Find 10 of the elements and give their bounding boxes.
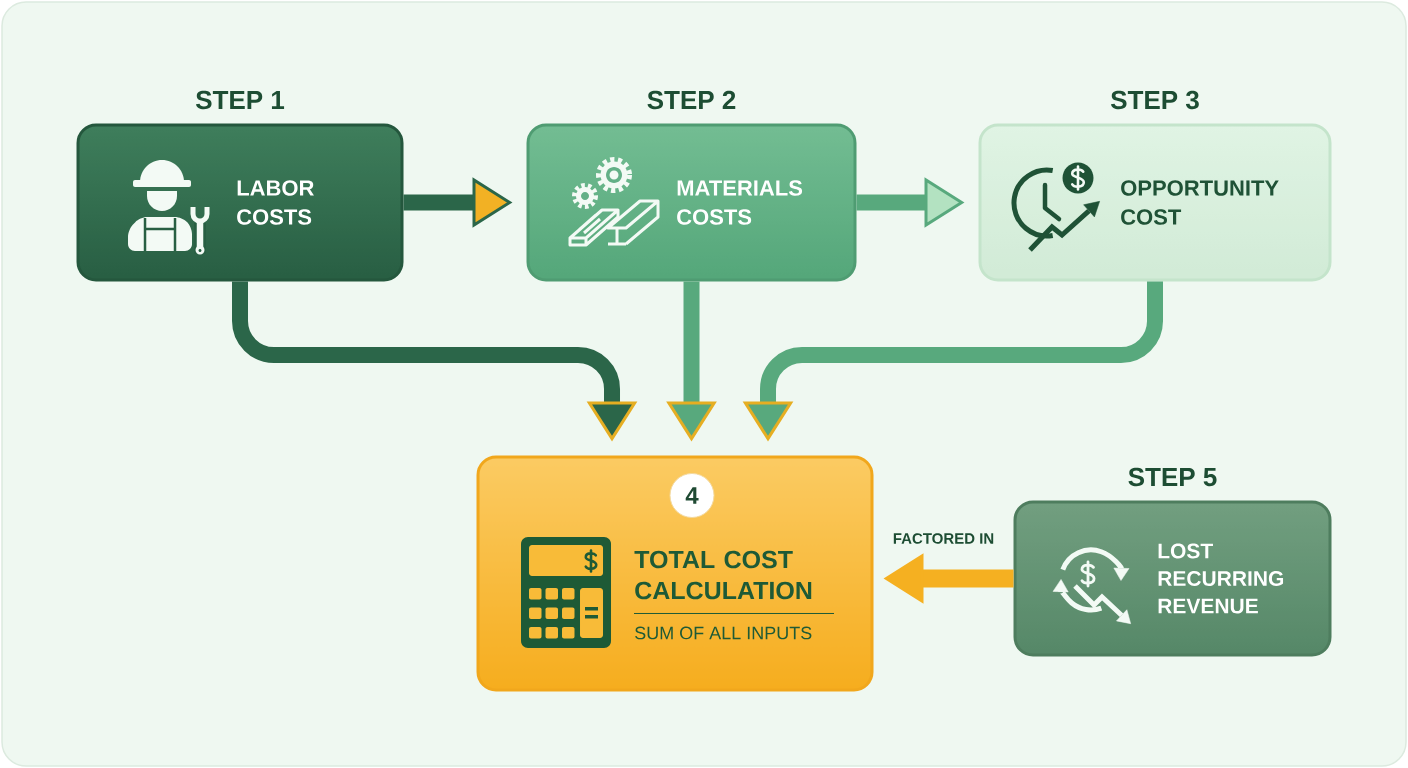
edge-label: FACTORED IN [889, 530, 998, 547]
step-heading: STEP 2 [647, 90, 736, 110]
step-heading: STEP 5 [1128, 467, 1217, 487]
step-heading: STEP 1 [195, 90, 285, 110]
step-box: OPPORTUNITY COST [978, 123, 1332, 282]
step-box: LABOR COSTS [76, 123, 404, 282]
step-heading: STEP 3 [1110, 90, 1199, 110]
step-box: LOST RECURRING REVENUE [1013, 500, 1332, 657]
number-badge: 4 [669, 473, 715, 518]
step-box: MATERIALS COSTS [526, 123, 857, 282]
